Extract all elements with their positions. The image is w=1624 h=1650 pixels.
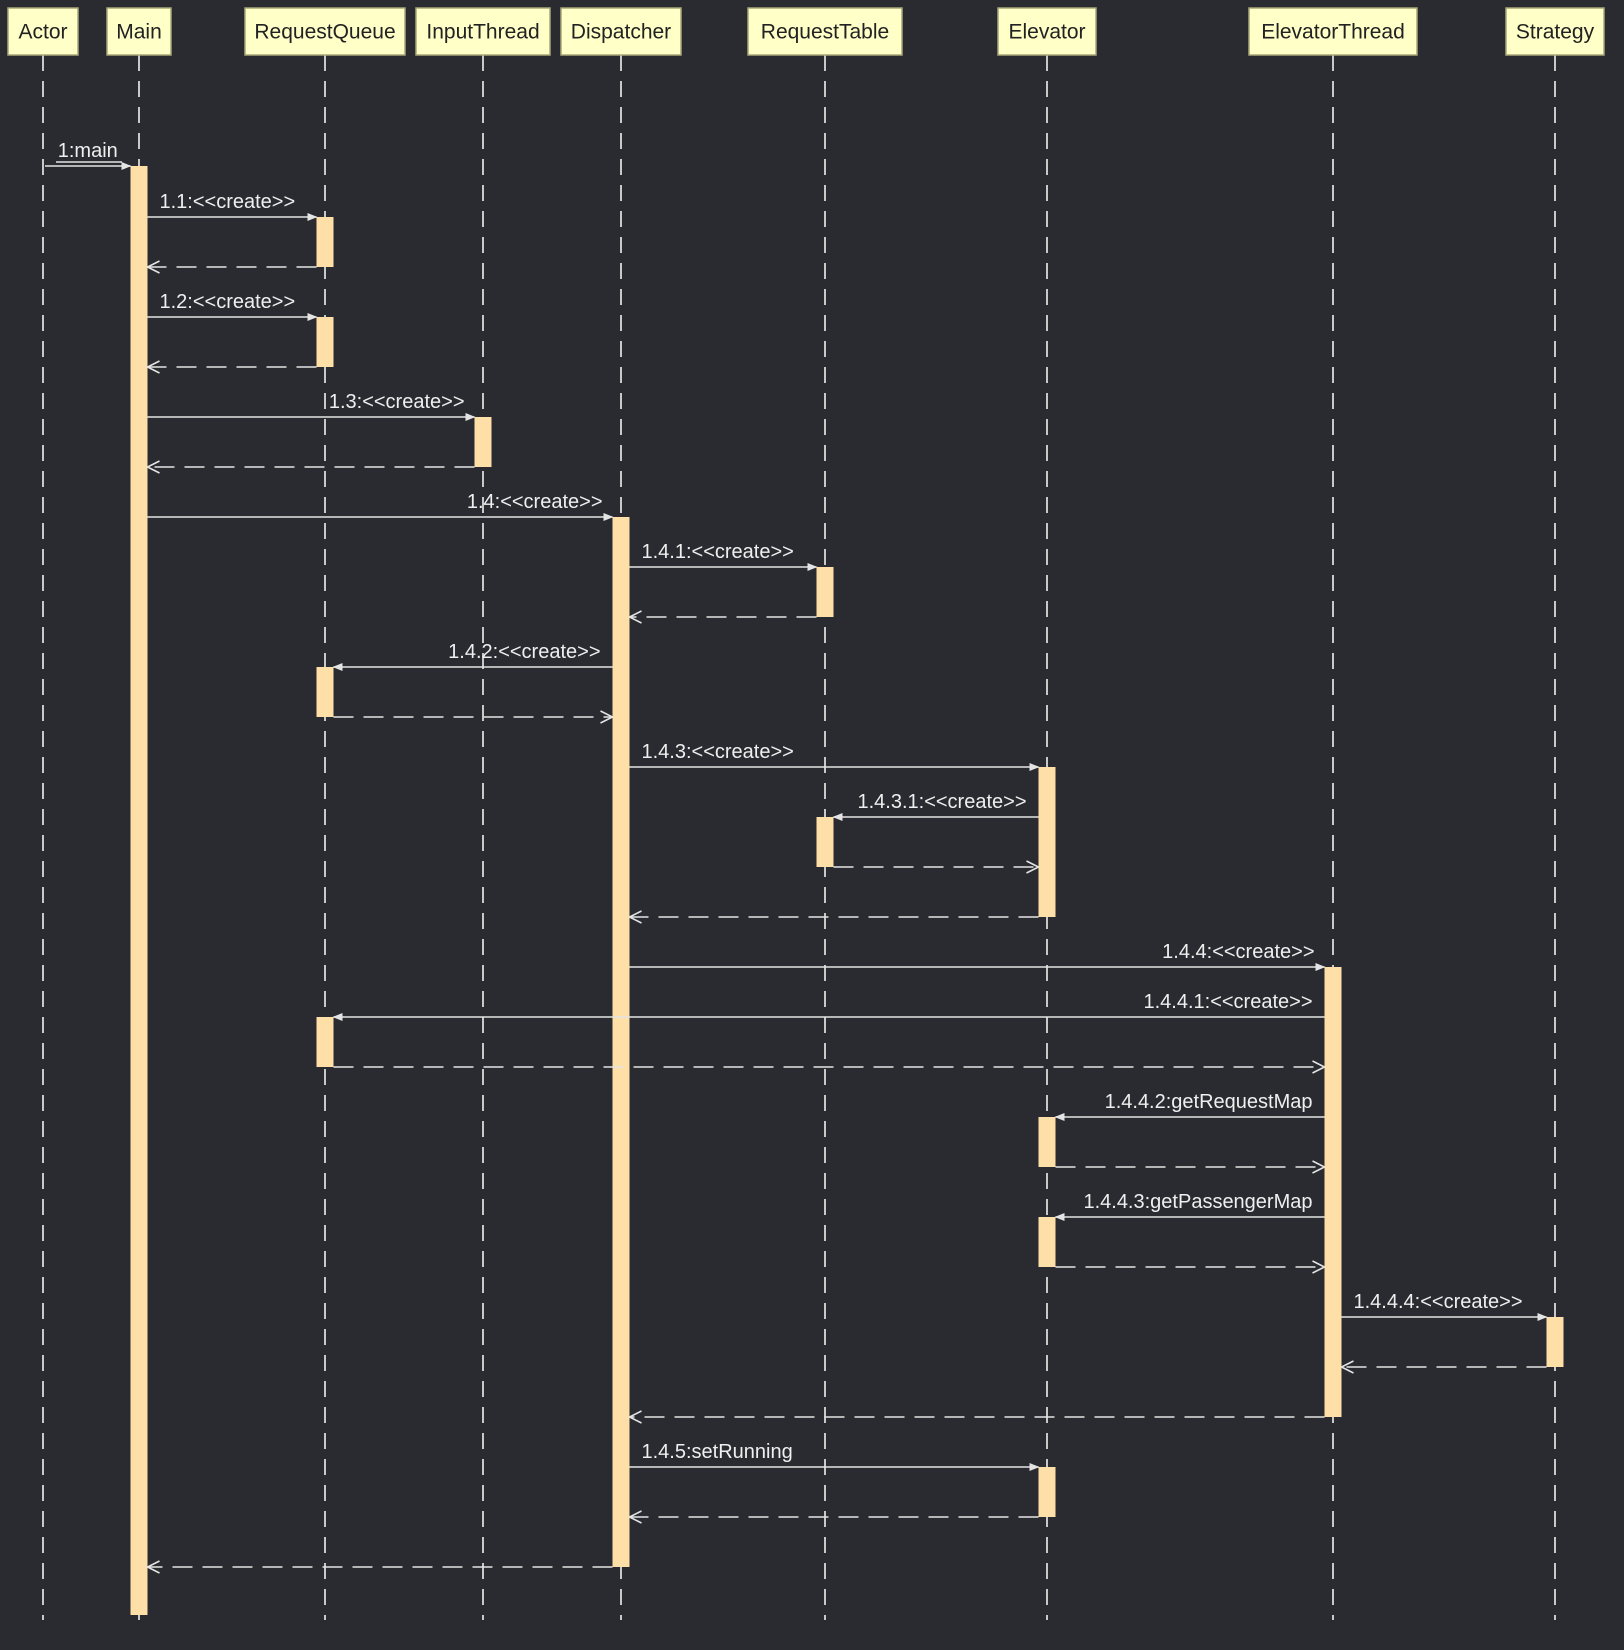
activation-bar-requesttable: [816, 817, 834, 867]
participant-label-requesttable: RequestTable: [761, 21, 889, 44]
activation-bar-elevator: [1038, 767, 1056, 917]
participant-label-actor: Actor: [18, 21, 67, 44]
activation-bar-requestqueue: [316, 317, 334, 367]
activation-bar-elevatorthread: [1324, 967, 1342, 1417]
message-label-m1_4_4_3: 1.4.4.3:getPassengerMap: [1083, 1191, 1312, 1213]
message-label-m1_3: 1.3:<<create>>: [329, 391, 465, 413]
participant-label-inputthread: InputThread: [426, 21, 539, 44]
message-label-m1_4_4_4: 1.4.4.4:<<create>>: [1354, 1291, 1523, 1313]
participant-box-requesttable: [747, 7, 903, 56]
message-label-m1_4_4_2: 1.4.4.2:getRequestMap: [1105, 1091, 1313, 1113]
participant-box-strategy: [1505, 7, 1605, 56]
message-label-m1: 1:main: [58, 140, 118, 162]
participant-inputthread: InputThread: [415, 7, 551, 56]
activation-bar-dispatcher: [612, 517, 630, 1567]
activation-bar-inputthread: [474, 417, 492, 467]
participant-label-dispatcher: Dispatcher: [571, 21, 671, 44]
participant-box-dispatcher: [560, 7, 682, 56]
participant-label-elevatorthread: ElevatorThread: [1261, 21, 1405, 44]
participant-requestqueue: RequestQueue: [244, 7, 406, 56]
message-label-m1_2: 1.2:<<create>>: [160, 291, 296, 313]
activation-bar-requestqueue: [316, 1017, 334, 1067]
participant-requesttable: RequestTable: [747, 7, 903, 56]
participant-box-main: [106, 7, 172, 56]
participant-actor: Actor: [7, 7, 79, 56]
participants: Actor Main RequestQueue InputThread Dispatch…: [7, 7, 1605, 56]
participant-main: Main: [106, 7, 172, 56]
activation-bar-requestqueue: [316, 217, 334, 267]
participant-label-strategy: Strategy: [1516, 21, 1595, 44]
activation-bar-strategy: [1546, 1317, 1564, 1367]
participant-label-main: Main: [116, 21, 162, 44]
participant-dispatcher: Dispatcher: [560, 7, 682, 56]
participant-elevatorthread: ElevatorThread: [1248, 7, 1418, 56]
participant-label-requestqueue: RequestQueue: [254, 21, 395, 44]
activation-bar-requestqueue: [316, 667, 334, 717]
activations: [130, 166, 1564, 1615]
participant-box-requestqueue: [244, 7, 406, 56]
message-label-m1_4: 1.4:<<create>>: [467, 491, 603, 513]
message-label-m1_4_4_1: 1.4.4.1:<<create>>: [1143, 991, 1312, 1013]
message-label-m1_4_4: 1.4.4:<<create>>: [1162, 941, 1314, 963]
activation-bar-elevator: [1038, 1117, 1056, 1167]
message-label-m1_1: 1.1:<<create>>: [160, 191, 296, 213]
participant-box-actor: [7, 7, 79, 56]
message-label-m1_4_3: 1.4.3:<<create>>: [642, 741, 794, 763]
participant-box-inputthread: [415, 7, 551, 56]
activation-bar-main: [130, 166, 148, 1615]
activation-bar-elevator: [1038, 1467, 1056, 1517]
activation-bar-requesttable: [816, 567, 834, 617]
participant-elevator: Elevator: [997, 7, 1097, 56]
messages: 1:main 1.1:<<create>> 1.2:<<create>> 1.3:<<…: [45, 140, 1548, 1567]
participant-box-elevator: [997, 7, 1097, 56]
participant-label-elevator: Elevator: [1008, 21, 1085, 44]
message-label-m1_4_5: 1.4.5:setRunning: [642, 1441, 793, 1463]
participant-strategy: Strategy: [1505, 7, 1605, 56]
participant-box-elevatorthread: [1248, 7, 1418, 56]
message-label-m1_4_3_1: 1.4.3.1:<<create>>: [857, 791, 1026, 813]
message-label-m1_4_1: 1.4.1:<<create>>: [642, 541, 794, 563]
message-label-m1_4_2: 1.4.2:<<create>>: [448, 641, 600, 663]
activation-bar-elevator: [1038, 1217, 1056, 1267]
